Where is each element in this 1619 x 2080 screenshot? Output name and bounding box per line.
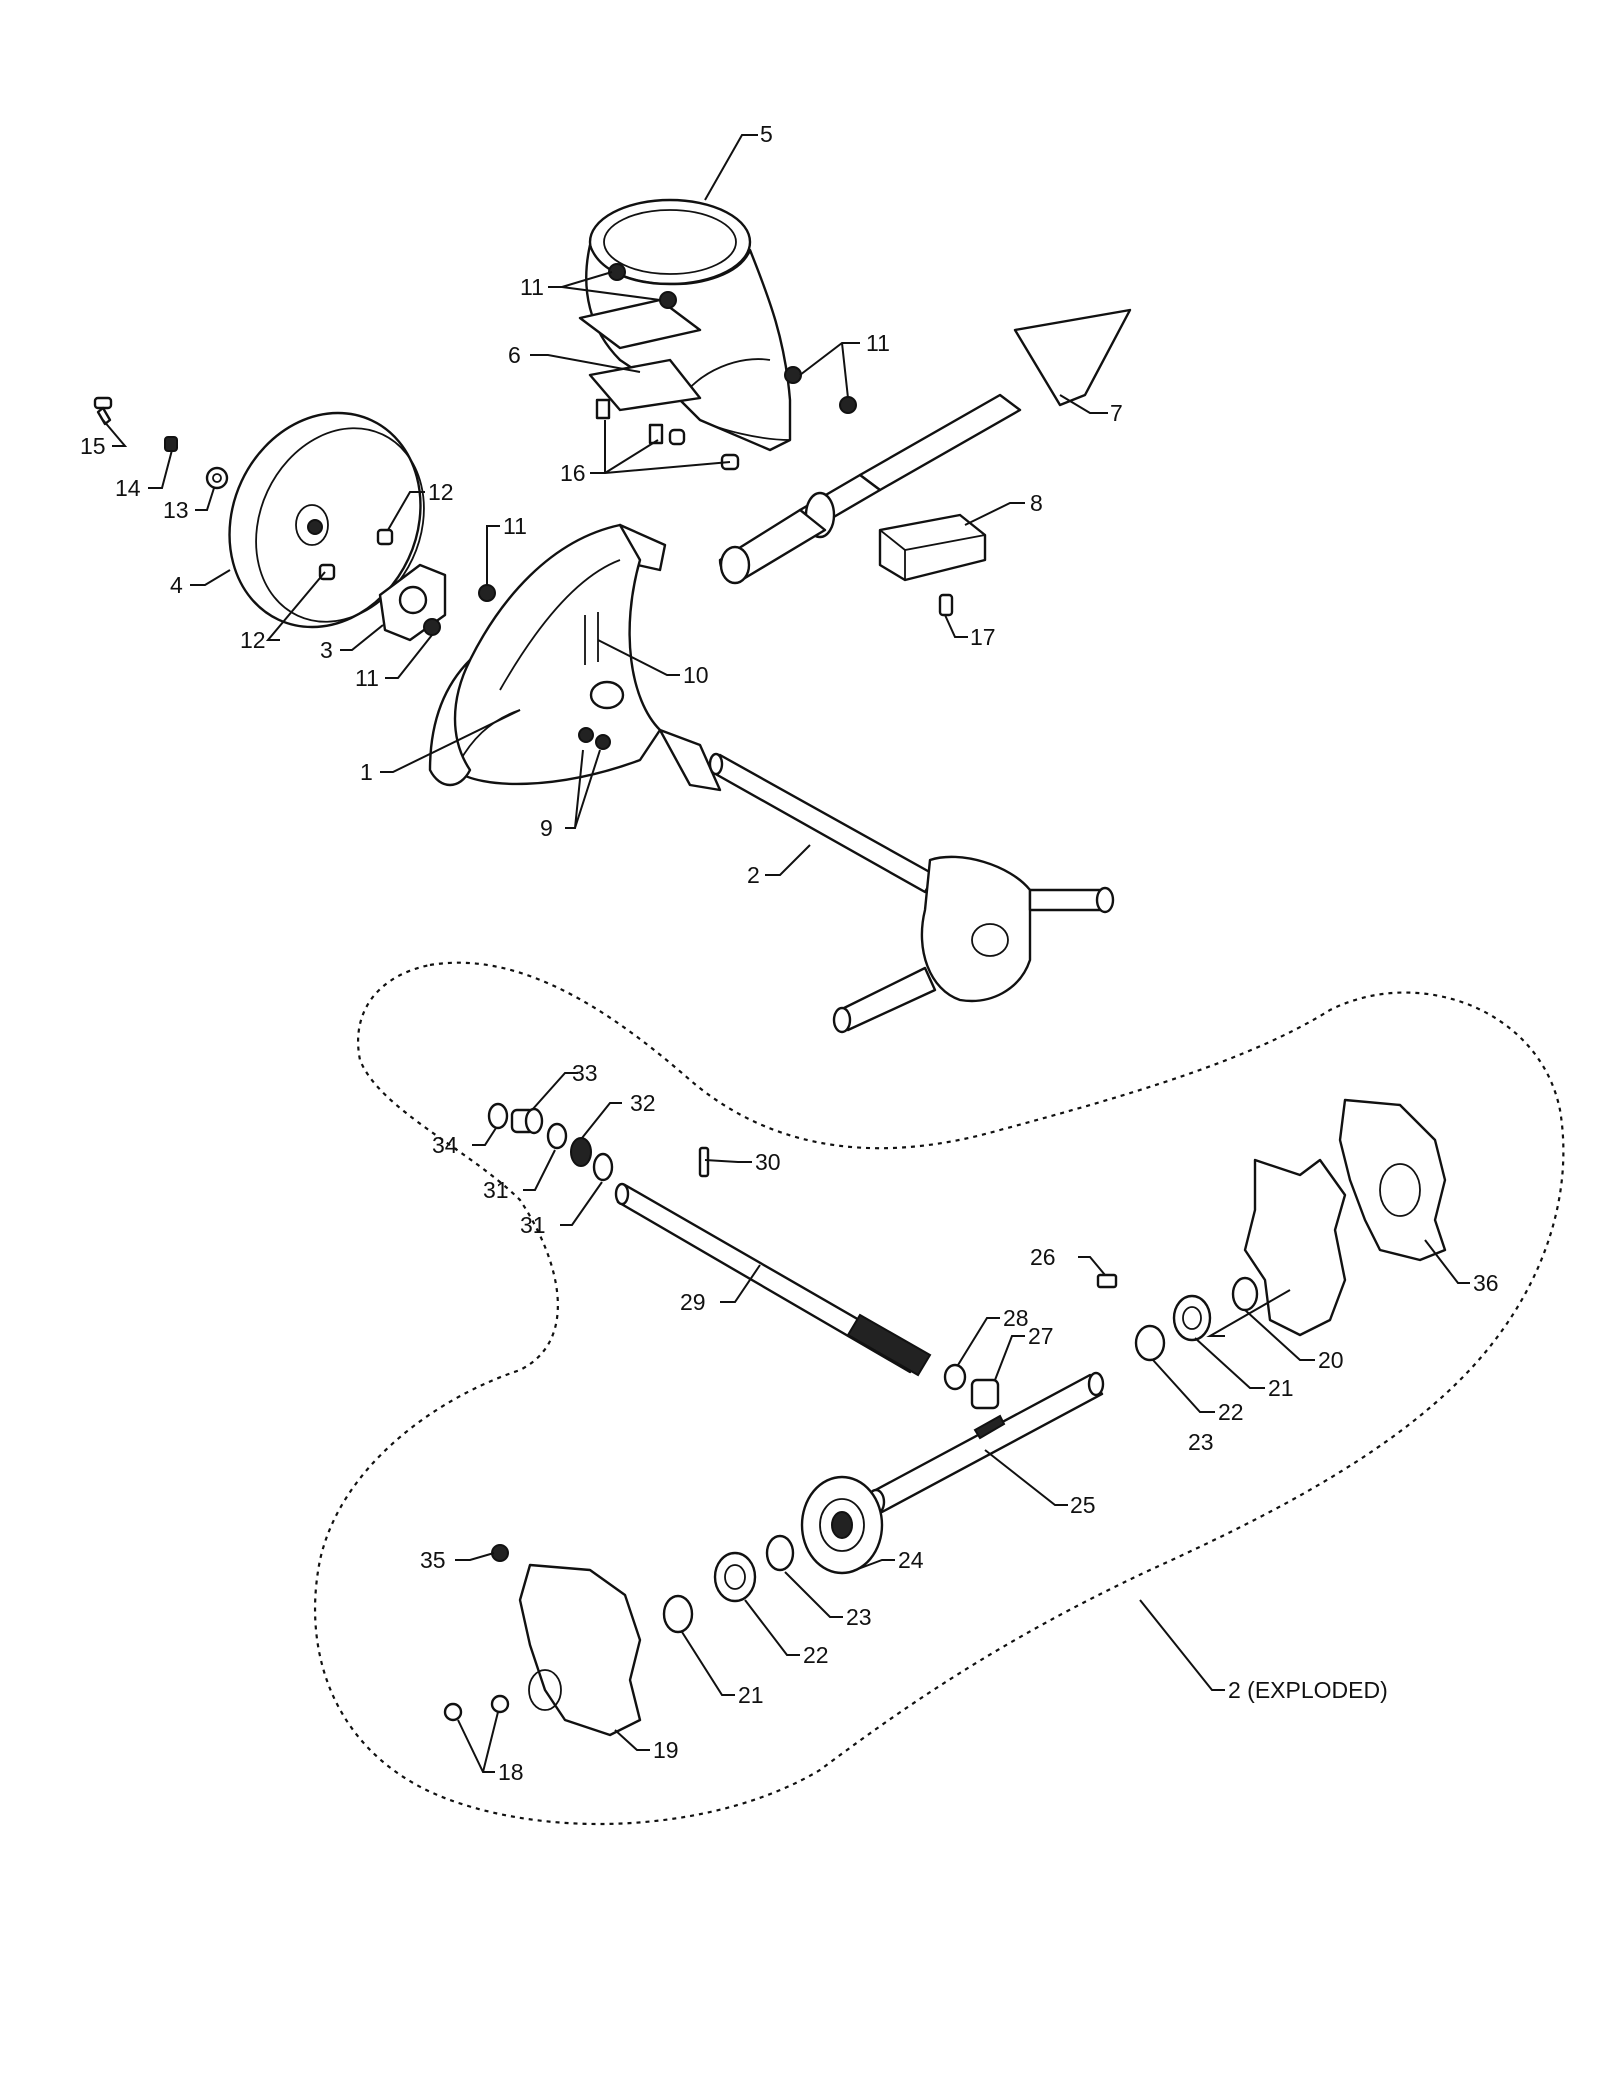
callout-11: 11 [520,274,544,300]
callout-11: 11 [503,513,527,539]
nut-icon [164,436,178,452]
bolt-icon [93,396,113,426]
seal-icon [662,1594,694,1634]
callout-22: 22 [1218,1399,1244,1425]
callout-17: 17 [970,624,996,650]
key-icon [1096,1273,1118,1289]
callout-31: 31 [483,1177,509,1203]
retaining-ring-icon [487,1102,509,1130]
part-gasket [1243,1158,1347,1337]
callout-13: 13 [163,497,189,523]
callout-20: 20 [1318,1347,1344,1373]
callout-35: 35 [420,1547,446,1573]
callout-12: 12 [240,627,266,653]
part-gear-case-left [518,1563,642,1737]
callout-21: 21 [1268,1375,1294,1401]
callout-26: 26 [1030,1244,1056,1270]
seal-icon [1231,1276,1259,1312]
part-bushing [510,1107,544,1135]
callout-24: 24 [898,1547,924,1573]
washer-icon [212,473,222,483]
part-gearbox-assembly [658,728,1115,1034]
callout-15: 15 [80,433,106,459]
part-bushing [970,1378,1000,1410]
pin-icon [698,1146,710,1178]
part-gear-case-right [1338,1098,1447,1262]
callout-labels: 5 11 6 11 7 8 17 16 15 14 13 4 12 12 3 1… [80,121,1499,1785]
washer-icon [1134,1324,1166,1362]
part-worm-shaft [614,1182,932,1377]
nut-icon [608,263,857,414]
bolt-icon [595,398,740,471]
part-flange-bushing [713,1551,757,1603]
exploded-view-boundary [313,961,1565,1826]
callout-27: 27 [1028,1323,1054,1349]
callout-10: 10 [683,662,709,688]
callout-28: 28 [1003,1305,1029,1331]
callout-9: 9 [540,815,553,841]
part-flange-bushing [1172,1294,1212,1342]
callout-2: 2 [747,862,760,888]
screw-icon [443,1702,463,1722]
grease-fitting-icon [491,1544,509,1562]
callout-19: 19 [653,1737,679,1763]
callout-33: 33 [572,1060,598,1086]
callout-6: 6 [508,342,521,368]
callout-36: 36 [1473,1270,1499,1296]
callout-25: 25 [1070,1492,1096,1518]
bolt-icon [376,528,394,546]
part-crank-bracket [878,513,987,582]
callout-18: 18 [498,1759,524,1785]
callout-32: 32 [630,1090,656,1116]
callout-16: 16 [560,460,586,486]
callout-31: 31 [520,1212,546,1238]
callout-22: 22 [803,1642,829,1668]
part-chute-crank [718,308,1132,585]
washer-icon [765,1534,795,1572]
nut-icon [595,734,611,750]
callout-exploded: 2 (EXPLODED) [1228,1677,1388,1703]
washer-icon [943,1363,967,1391]
washer-icon [205,466,229,490]
callout-12: 12 [428,479,454,505]
callout-5: 5 [760,121,773,147]
part-pulley [228,411,425,629]
part-worm-gear [800,1475,884,1575]
callout-29: 29 [680,1289,706,1315]
callout-11: 11 [355,665,379,691]
callout-23: 23 [846,1604,872,1630]
callout-3: 3 [320,637,333,663]
callout-8: 8 [1030,490,1043,516]
callout-21: 21 [738,1682,764,1708]
callout-7: 7 [1110,400,1123,426]
part-chute-brackets [578,298,702,412]
screw-icon [490,1694,510,1714]
callout-34: 34 [432,1132,458,1158]
nut-icon [423,618,441,636]
thrust-bearing-icon [570,1137,592,1167]
leader-lines [102,134,1470,1773]
callout-4: 4 [170,572,183,598]
callout-1: 1 [360,759,373,785]
nut-icon [478,584,496,602]
callout-30: 30 [755,1149,781,1175]
bolt-icon [318,563,336,581]
washer-icon [546,1122,568,1150]
callout-23: 23 [1188,1429,1214,1455]
callout-11: 11 [866,330,890,356]
screw-icon [938,593,954,617]
callout-14: 14 [115,475,141,501]
nut-icon [578,727,594,743]
washer-icon [592,1152,614,1182]
